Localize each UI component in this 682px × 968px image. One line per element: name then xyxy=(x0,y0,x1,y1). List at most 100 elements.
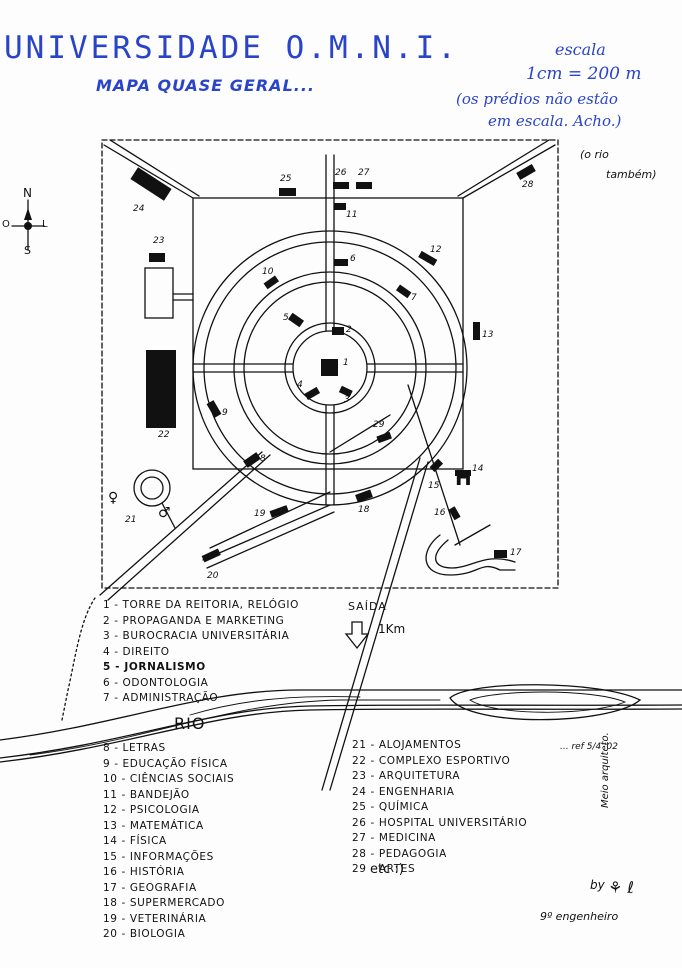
ref-note: ... ref 5/4 '02 xyxy=(560,742,618,752)
building-9 xyxy=(206,400,222,418)
building-15 xyxy=(429,458,444,473)
legend-item: 29 - ARTES xyxy=(352,863,416,875)
label-2: 2 xyxy=(346,325,352,335)
building-24 xyxy=(130,167,172,201)
building-22 xyxy=(146,350,176,428)
legend-item: 7 - ADMINISTRAÇÃO xyxy=(103,692,219,704)
signature-by: by xyxy=(590,878,605,892)
label-18: 18 xyxy=(358,505,370,515)
label-15: 15 xyxy=(428,481,440,491)
page-subtitle: MAPA QUASE GERAL... xyxy=(96,76,315,95)
building-3 xyxy=(338,385,353,398)
building-28 xyxy=(516,164,536,180)
legend-item: 24 - ENGENHARIA xyxy=(352,785,455,798)
building-12 xyxy=(418,250,438,266)
scale-note-2: em escala. Acho.) xyxy=(488,112,622,130)
building-17 xyxy=(494,550,507,558)
legend-item: 18 - SUPERMERCADO xyxy=(103,897,225,909)
building-23 xyxy=(149,253,165,262)
label-13: 13 xyxy=(482,330,494,340)
legend-item: 16 - HISTÓRIA xyxy=(103,866,185,878)
building-13 xyxy=(473,322,480,340)
compass-north: N xyxy=(23,186,32,200)
legend-item: 8 - LETRAS xyxy=(103,742,166,754)
legend-item: 17 - GEOGRAFIA xyxy=(103,881,197,894)
label-29: 29 xyxy=(373,420,385,430)
building-8 xyxy=(243,452,261,468)
building-25 xyxy=(279,188,296,196)
label-27: 27 xyxy=(358,168,370,178)
legend-item: 6 - ODONTOLOGIA xyxy=(103,676,209,689)
legend-item: 28 - PEDAGOGIA xyxy=(352,847,447,860)
buildings xyxy=(130,164,536,563)
exit-label: SAÍDA xyxy=(348,600,387,613)
building-18 xyxy=(355,489,373,503)
legend-item: 23 - ARQUITETURA xyxy=(352,770,461,782)
legend-item: 27 - MEDICINA xyxy=(352,832,436,844)
legend-item: 1 - TORRE DA REITORIA, RELÓGIO xyxy=(103,599,299,611)
side-note: Meio arquiteto. xyxy=(600,732,611,808)
legend-item: 13 - MATEMÁTICA xyxy=(103,819,204,832)
building-4 xyxy=(304,386,321,400)
legend-item: 5 - JORNALISMO xyxy=(103,661,206,673)
label-8: 8 xyxy=(260,454,266,464)
label-11: 11 xyxy=(346,210,358,220)
legend-left-top: 1 - TORRE DA REITORIA, RELÓGIO 2 - PROPA… xyxy=(103,598,299,707)
heliport-icon: H xyxy=(455,466,472,490)
legend-item: 26 - HOSPITAL UNIVERSITÁRIO xyxy=(352,816,528,829)
legend-item: 2 - PROPAGANDA E MARKETING xyxy=(103,614,285,627)
building-5 xyxy=(287,312,305,328)
label-20: 20 xyxy=(207,571,219,581)
legend-item: 4 - DIREITO xyxy=(103,645,170,658)
female-symbol-icon: ♀ xyxy=(108,490,119,506)
legend-left-bottom: 8 - LETRAS 9 - EDUCAÇÃO FÍSICA 10 - CIÊN… xyxy=(103,741,234,943)
label-23: 23 xyxy=(153,236,165,246)
legend-right: 21 - ALOJAMENTOS 22 - COMPLEXO ESPORTIVO… xyxy=(352,738,527,878)
label-10: 10 xyxy=(262,267,274,277)
compass-west: O xyxy=(2,219,10,230)
label-26: 26 xyxy=(335,168,347,178)
label-25: 25 xyxy=(280,174,292,184)
ring-middle xyxy=(233,271,427,465)
building-1 xyxy=(321,359,338,376)
label-14: 14 xyxy=(472,464,484,474)
compass-east: L xyxy=(42,219,48,230)
legend-item: 21 - ALOJAMENTOS xyxy=(352,739,462,751)
scale-value: 1cm = 200 m xyxy=(526,64,642,84)
legend-item: 15 - INFORMAÇÕES xyxy=(103,850,214,863)
legend-item: 11 - BANDEJÃO xyxy=(103,788,190,801)
label-3: 3 xyxy=(344,395,350,405)
river-note-1: (o rio xyxy=(580,148,609,161)
legend-item: 9 - EDUCAÇÃO FÍSICA xyxy=(103,757,228,770)
label-9: 9 xyxy=(222,408,228,418)
building-2 xyxy=(332,327,344,335)
ring-inner xyxy=(284,322,376,414)
label-21: 21 xyxy=(125,515,137,525)
building-27 xyxy=(356,182,372,189)
label-22: 22 xyxy=(158,430,170,440)
building-19 xyxy=(269,505,289,518)
legend-item: 3 - BUROCRACIA UNIVERSITÁRIA xyxy=(103,630,290,642)
label-5: 5 xyxy=(283,313,289,323)
legend-item: 14 - FÍSICA xyxy=(103,835,167,847)
label-6: 6 xyxy=(350,254,356,264)
legend-item: 25 - QUÍMICA xyxy=(352,801,429,813)
page-title: UNIVERSIDADE O.M.N.I. xyxy=(4,30,459,66)
label-7: 7 xyxy=(411,293,417,303)
river xyxy=(0,689,682,741)
building-26 xyxy=(333,182,349,189)
compass-south: S xyxy=(24,244,31,257)
legend-item: 19 - VETERINÁRIA xyxy=(103,912,207,925)
building-20 xyxy=(201,548,221,563)
scale-label: escala xyxy=(555,40,606,59)
building-11 xyxy=(334,203,346,210)
legend-item: 20 - BIOLOGIA xyxy=(103,928,186,940)
label-16: 16 xyxy=(434,508,446,518)
signature-mark-icon: ⚘ ℓ xyxy=(608,878,635,897)
building-14 xyxy=(455,470,471,476)
signature-role: 9º engenheiro xyxy=(540,910,619,923)
building-23-box xyxy=(144,267,174,319)
building-7 xyxy=(395,284,412,299)
